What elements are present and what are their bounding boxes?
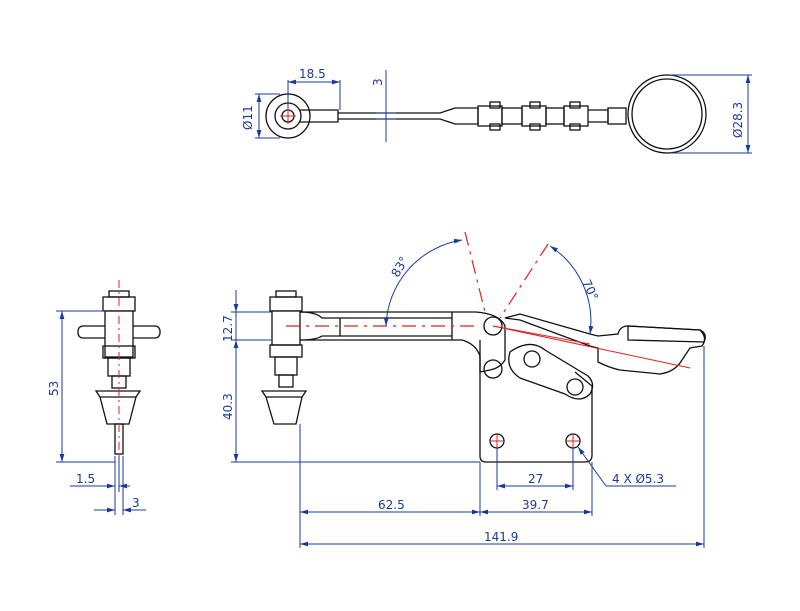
front-view-link-plate — [508, 343, 594, 400]
top-view-bar — [338, 107, 479, 125]
dim-3-side: 3 — [132, 496, 140, 510]
dim-12-7: 12.7 — [221, 315, 235, 342]
angle-83-ref — [464, 231, 487, 317]
front-view-clamp-arm — [300, 311, 506, 373]
dim-1-5: 1.5 — [76, 472, 95, 486]
dim-18-5: 18.5 — [299, 67, 326, 81]
front-view-lower-nut — [269, 344, 303, 358]
dim-141-9: 141.9 — [484, 530, 518, 544]
front-view-base-plate — [479, 340, 593, 463]
dim-27: 27 — [528, 472, 543, 486]
side-view-spindle-cap — [94, 390, 142, 425]
top-view-clamp-arm — [300, 109, 339, 123]
dim-53: 53 — [47, 381, 61, 396]
front-view-pivot-3 — [523, 350, 541, 368]
angle-70-arc — [549, 245, 594, 335]
side-view: 53 1.5 3 — [47, 280, 161, 515]
front-view-top-nut — [269, 296, 303, 312]
front-view-spindle — [271, 310, 301, 346]
front-view: 83° 70° 12.7 40.3 27 62.5 39.7 141.9 4 X… — [221, 231, 706, 548]
dim-dia-28-3: Ø28.3 — [731, 102, 745, 138]
top-view-link-2 — [501, 107, 523, 125]
front-view-pivot-4 — [566, 378, 584, 396]
holes-note: 4 X Ø5.3 — [612, 472, 664, 486]
top-view-link-1 — [477, 105, 503, 127]
top-view-link-3 — [521, 105, 547, 127]
top-view: 18.5 3 Ø11 Ø28.3 — [241, 67, 752, 154]
top-view-handle-ring — [627, 74, 707, 154]
dim-39-7: 39.7 — [522, 498, 549, 512]
angle-70-ref — [499, 243, 549, 319]
dim-62-5: 62.5 — [378, 498, 405, 512]
front-view-spindle-cap — [260, 390, 308, 425]
dim-dia-11: Ø11 — [241, 105, 255, 130]
front-view-pivot-2 — [483, 359, 503, 379]
front-view-pivot-1 — [483, 316, 503, 336]
angle-83-label: 83° — [388, 254, 411, 279]
angle-83-arc — [383, 238, 463, 327]
dim-3-top: 3 — [371, 78, 385, 86]
top-view-link-4 — [563, 105, 589, 127]
angle-70-label: 70° — [579, 277, 601, 302]
dim-40-3: 40.3 — [221, 393, 235, 420]
front-view-handle — [504, 313, 706, 375]
